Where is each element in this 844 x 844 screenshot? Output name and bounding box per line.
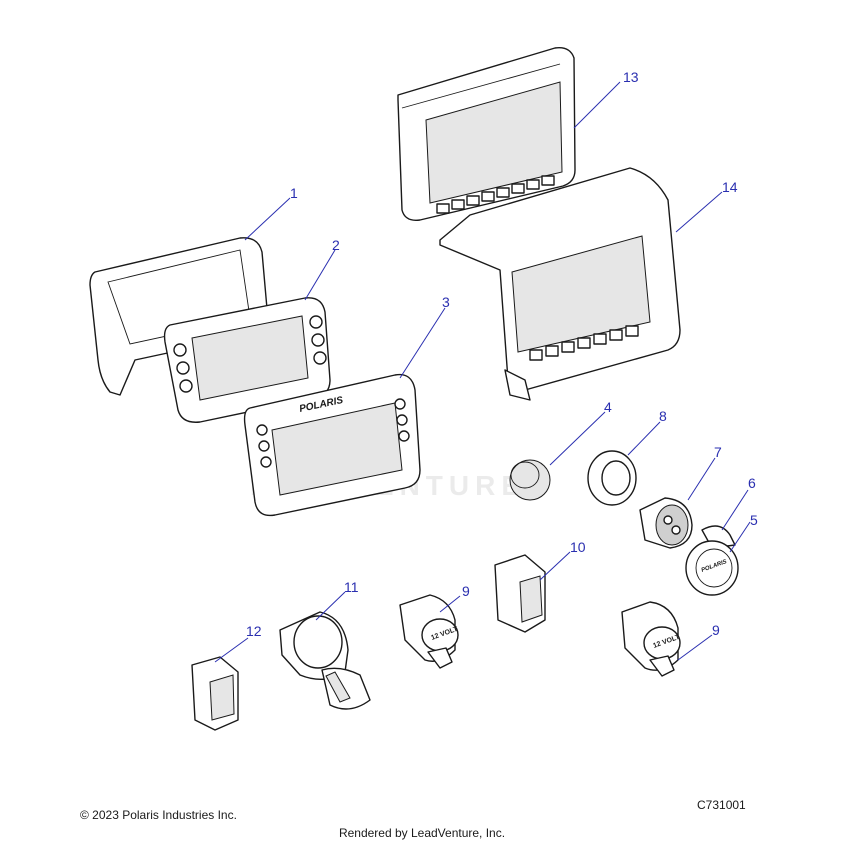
part-13-display-monitor[interactable]	[397, 47, 576, 221]
part-13-buttons	[436, 175, 555, 214]
callout-10: 10	[570, 539, 586, 555]
part-10-rocker-switch[interactable]	[494, 554, 546, 633]
callout-6: 6	[748, 475, 756, 491]
part-9-power-socket-right[interactable]: 12 VOLT	[621, 601, 682, 677]
copyright-notice: © 2023 Polaris Industries Inc.	[80, 808, 237, 822]
part-14-display-bezel[interactable]	[439, 167, 681, 401]
part-5-outlet-cap[interactable]: POLARIS	[685, 540, 739, 596]
callout-5: 5	[750, 512, 758, 528]
callout-1: 1	[290, 185, 298, 201]
leader-lines	[214, 81, 751, 663]
callout-13: 13	[623, 69, 639, 85]
part-3-knobs	[256, 398, 410, 468]
diagram-id: C731001	[697, 798, 746, 812]
part-8-mounting-nut[interactable]	[587, 450, 637, 506]
part-2-knobs	[173, 315, 327, 393]
callout-12: 12	[246, 623, 262, 639]
part-12-rocker-switch[interactable]	[191, 656, 239, 731]
callout-9-left: 9	[462, 583, 470, 599]
rendered-by-credit: Rendered by LeadVenture, Inc.	[338, 826, 506, 840]
callout-9-right: 9	[712, 622, 720, 638]
part-2-gauge-cluster[interactable]	[163, 297, 331, 423]
callout-3: 3	[442, 294, 450, 310]
callout-8: 8	[659, 408, 667, 424]
part-9-power-socket-left[interactable]: 12 VOLT	[399, 594, 460, 669]
callout-numbers: 1 2 3 4 5 6 7 8 9 9 10 11 12 13 14	[246, 69, 758, 639]
callout-14: 14	[722, 179, 738, 195]
callout-2: 2	[332, 237, 340, 253]
part-3-gauge-bezel[interactable]: POLARIS	[243, 373, 421, 517]
part-4-cap-plug[interactable]	[509, 459, 551, 501]
callout-4: 4	[604, 399, 612, 415]
callout-7: 7	[714, 444, 722, 460]
callout-11: 11	[344, 579, 359, 595]
part-14-buttons	[529, 325, 639, 361]
part-7-outlet-body[interactable]	[639, 497, 693, 549]
part-11-rotary-switch[interactable]	[279, 611, 371, 710]
